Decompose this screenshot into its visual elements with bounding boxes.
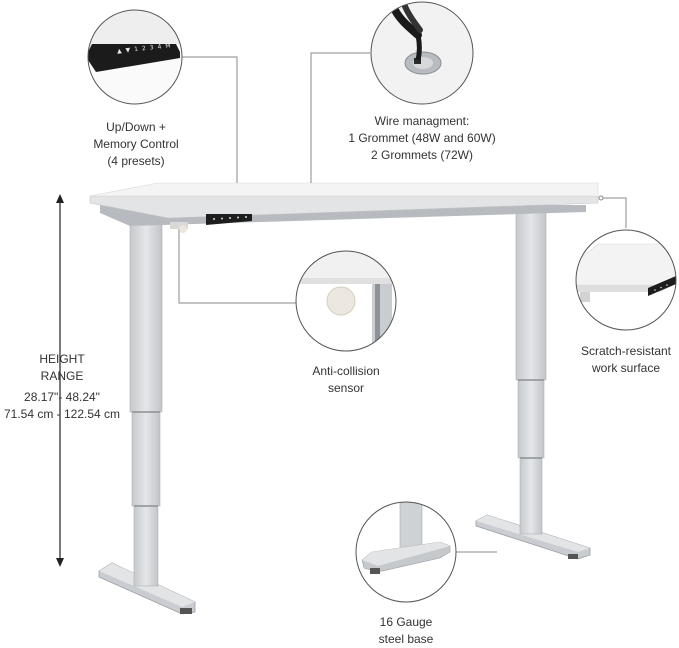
keypad-button-4: 4	[157, 42, 162, 51]
base-detail-circle	[355, 501, 457, 603]
height-range-inches: 28.17"- 48.24"	[24, 390, 100, 404]
desk-top-surface	[89, 182, 599, 197]
surface-callout-line	[603, 197, 627, 228]
keypad-button-3: 3	[149, 43, 154, 52]
desk-sensor	[170, 222, 188, 233]
base-label: 16 Gauge steel base	[378, 615, 434, 646]
height-arrow	[56, 194, 64, 567]
desk-keypad	[206, 214, 252, 225]
standing-desk	[89, 182, 599, 615]
height-range-label: HEIGHT RANGE 28.17"- 48.24" 71.54 cm - 1…	[0, 351, 124, 423]
control-detail-circle	[87, 9, 183, 105]
sensor-label: Anti-collision sensor	[312, 364, 380, 395]
height-range-title: HEIGHT	[39, 352, 85, 366]
surface-detail-circle	[575, 229, 677, 331]
surface-label: Scratch-resistant work surface	[580, 344, 672, 375]
callout-lines	[178, 52, 627, 553]
right-leg	[515, 209, 547, 535]
keypad-button-memory: M	[164, 41, 171, 50]
height-range-cm: 71.54 cm - 122.54 cm	[3, 407, 121, 421]
left-leg	[129, 223, 163, 587]
keypad-down-icon: ▼	[125, 46, 131, 54]
sensor-detail-circle	[295, 250, 397, 352]
wire-label: Wire managment: 1 Grommet (48W and 60W) …	[348, 114, 496, 162]
desktop-corner-icon	[576, 243, 676, 286]
wire-callout-line	[310, 52, 370, 185]
keypad-button-2: 2	[141, 44, 147, 52]
sensor-callout-line	[178, 228, 296, 304]
sensor-icon	[326, 286, 356, 316]
control-label: Up/Down + Memory Control (4 presets)	[93, 120, 179, 168]
keypad-button-1: 1	[133, 45, 139, 53]
control-callout-line	[181, 56, 238, 214]
surface-callout-dot	[598, 195, 604, 201]
keypad-up-icon: ▲	[116, 47, 122, 55]
wire-detail-circle	[370, 1, 474, 105]
